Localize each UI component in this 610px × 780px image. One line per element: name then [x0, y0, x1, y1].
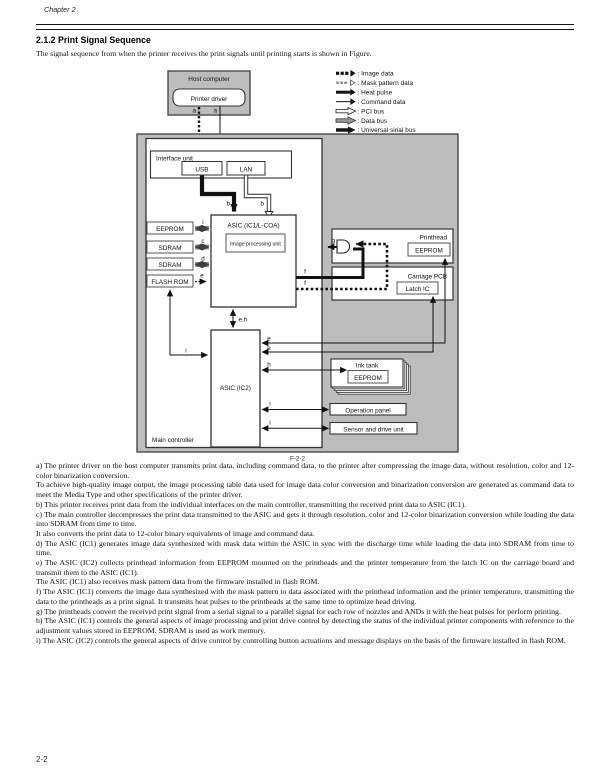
- lan-label: LAN: [240, 167, 253, 174]
- print-signal-sequence-diagram: : Image data : Mask pattern data : Heat …: [136, 69, 459, 463]
- lan-box: [226, 161, 266, 176]
- usb-box: [181, 161, 223, 176]
- legend: : Image data : Mask pattern data : Heat …: [335, 69, 417, 134]
- edge-label-g: g: [331, 238, 335, 245]
- image-processing-unit-label: Image processing unit: [230, 242, 281, 248]
- edge-label-f2: f: [304, 280, 306, 287]
- edge-label-i3: i: [269, 401, 270, 408]
- paragraph-b: b) This printer receives print data from…: [36, 499, 467, 509]
- edge-label-f1: f: [304, 269, 306, 276]
- eeprom-box: EEPROM: [146, 221, 194, 235]
- edge-label-eh: e,h: [239, 317, 248, 324]
- edge-label-d: d: [201, 256, 205, 263]
- edge-label-a2: a: [213, 108, 217, 115]
- universal-serial-bus-arrow-icon: [336, 126, 356, 134]
- latch-ic-label: Latch IC: [406, 286, 430, 293]
- legend-label: : Data bus: [358, 118, 388, 125]
- paragraph-i: i) The ASIC (IC2) controls the general a…: [36, 635, 566, 645]
- arrow-e2: [261, 295, 437, 356]
- flash-rom-label: FLASH ROM: [151, 279, 188, 286]
- printhead-box: Printhead EEPROM: [331, 228, 454, 264]
- legend-label: : Universal sirial bus: [358, 127, 417, 134]
- paragraph-d: d) The ASIC (IC1) generates image data s…: [36, 538, 574, 558]
- edge-label-i1: i: [202, 219, 203, 226]
- edge-label-c: c: [201, 238, 204, 245]
- host-computer-box: Host computer Printer driver: [167, 70, 251, 116]
- edge-label-b1: b: [226, 201, 230, 208]
- ink-tank-eeprom-box: [347, 370, 389, 384]
- operation-panel-box: Operation panel: [329, 402, 407, 416]
- printer-driver-box: [172, 88, 246, 107]
- interface-unit-box: Interface unit USB LAN: [149, 150, 293, 179]
- legend-label: : Image data: [358, 71, 395, 78]
- image-data-arrow-icon: [336, 69, 356, 77]
- sdram1-box: SDRAM: [146, 240, 194, 254]
- edge-label-b2: b: [260, 201, 264, 208]
- edge-label-e-flash: e: [200, 273, 204, 280]
- ink-tank-eeprom-label: EEPROM: [354, 375, 382, 382]
- mask-pattern-data-arrow-icon: [336, 79, 356, 87]
- interface-unit-label: Interface unit: [156, 156, 193, 163]
- and-gate-icon: [336, 239, 351, 254]
- pci-bus-arrow-icon: [335, 106, 357, 116]
- arrow-firmware-i: [166, 289, 209, 359]
- paragraph-g: g) The printheads convert the received p…: [36, 606, 561, 616]
- heat-pulse-arrow-icon: [336, 88, 356, 96]
- paragraph-a: a) The printer driver on the host comput…: [36, 461, 574, 480]
- paragraph-e: e) The ASIC (IC2) collects printhead inf…: [36, 558, 574, 577]
- sdram1-label: SDRAM: [158, 245, 181, 252]
- legend-label: : Mask pattern data: [358, 80, 414, 87]
- ink-tank-box: Ink tank EEPROM: [330, 358, 411, 395]
- asic2-box: ASIC (IC2): [210, 329, 261, 448]
- asic1-label: ASIC (IC1/L-COA): [227, 223, 279, 230]
- paragraph-c2: It also converts the print data to 12-co…: [36, 528, 315, 538]
- usb-label: USB: [195, 167, 208, 174]
- ink-tank-label: Ink tank: [356, 363, 379, 370]
- sdram2-label: SDRAM: [158, 262, 181, 269]
- flash-rom-box: FLASH ROM: [146, 274, 194, 288]
- legend-label: : Heat pulse: [358, 89, 393, 96]
- image-processing-unit-box: [225, 233, 286, 253]
- main-controller-label: Main controller: [152, 437, 195, 444]
- operation-panel-label: Operation panel: [345, 408, 390, 415]
- paragraph-h: h) The ASIC (IC1) controls the general a…: [36, 616, 574, 635]
- command-data-arrow-icon: [336, 98, 356, 106]
- section-title: 2.1.2 Print Signal Sequence: [36, 35, 151, 45]
- legend-label: : PCI bus: [358, 108, 385, 115]
- printer-driver-label: Printer driver: [191, 96, 228, 103]
- edge-label-a1: a: [192, 108, 196, 115]
- intro-text: The signal sequence from when the printe…: [36, 49, 372, 58]
- figure-caption: F-2-2: [290, 456, 306, 463]
- body-text: a) The printer driver on the host comput…: [36, 461, 574, 645]
- chapter-header: Chapter 2: [44, 5, 76, 14]
- printhead-eeprom-box: [407, 242, 451, 257]
- sdram2-box: SDRAM: [146, 257, 194, 271]
- page-number: 2-2: [36, 755, 48, 764]
- paragraph-a2: To achieve high-quality image output, th…: [36, 480, 574, 500]
- legend-label: : Command data: [358, 99, 406, 106]
- edge-label-h: h: [267, 362, 271, 369]
- sensor-drive-unit-box: Sensor and drive unit: [329, 421, 418, 435]
- edge-label-i4: i: [269, 420, 270, 427]
- host-computer-label: Host computer: [188, 76, 230, 83]
- data-bus-arrow-icon: [335, 116, 357, 125]
- asic2-label: ASIC (IC2): [220, 385, 251, 392]
- paragraph-c: c) The main controller decompresses the …: [36, 509, 574, 529]
- edge-label-i2: i: [185, 348, 186, 355]
- sensor-drive-unit-label: Sensor and drive unit: [343, 427, 404, 434]
- edge-label-e1: e: [267, 336, 271, 343]
- arrow-usb-bus-b: [199, 175, 238, 213]
- paragraph-e2: The ASIC (IC1) also receives mask patter…: [36, 577, 320, 587]
- carriage-pcb-label: Carriage PCB: [408, 274, 447, 281]
- printhead-label: Printhead: [420, 235, 448, 242]
- header-rule: [36, 24, 574, 31]
- printhead-eeprom-label: EEPROM: [415, 248, 443, 255]
- asic1-box: ASIC (IC1/L-COA) Image processing unit: [210, 214, 297, 308]
- edge-label-e2: e: [267, 345, 271, 352]
- carriage-pcb-box: Carriage PCB Latch IC: [331, 266, 454, 301]
- eeprom-label: EEPROM: [156, 226, 184, 233]
- paragraph-f: f) The ASIC (IC1) converts the image dat…: [36, 587, 574, 606]
